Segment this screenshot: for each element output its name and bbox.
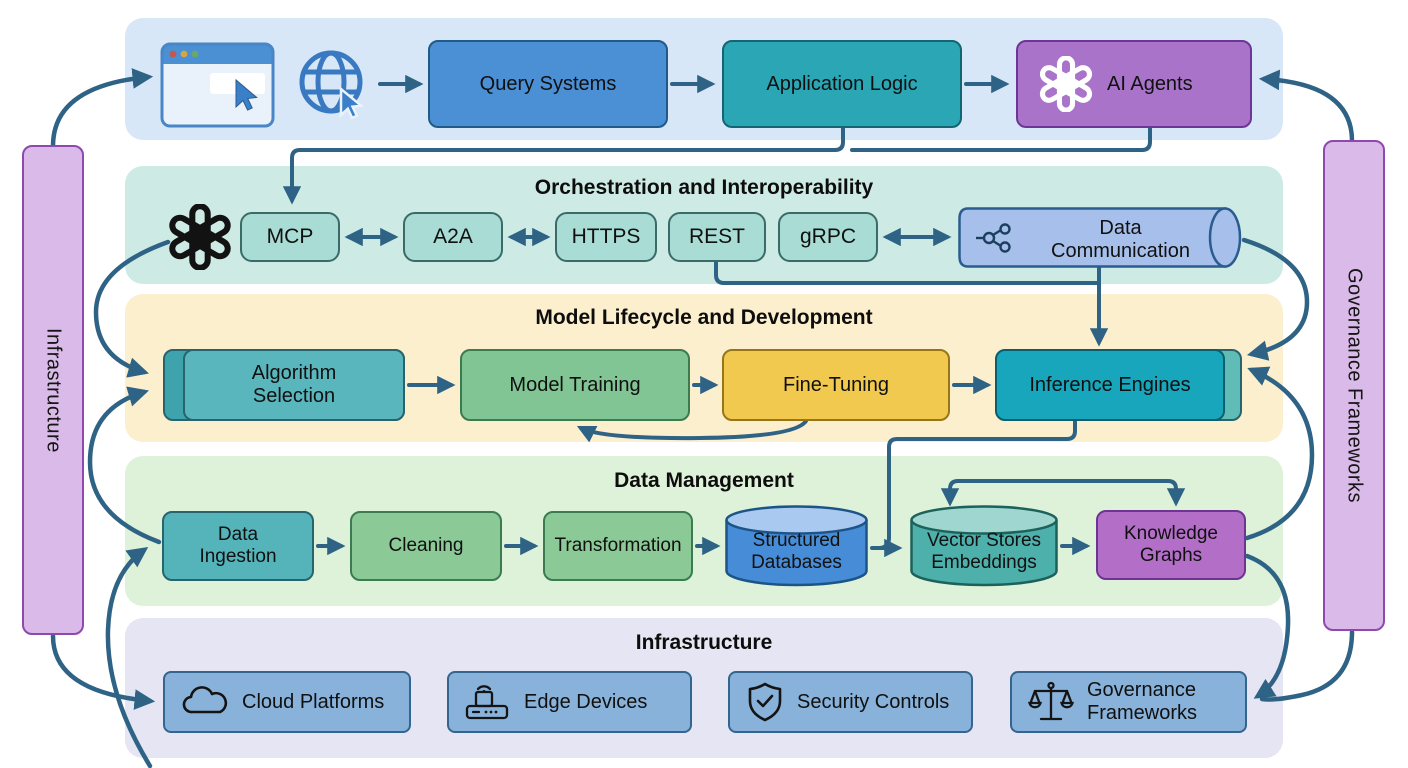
vector-stores-node: Vector Stores Embeddings xyxy=(910,505,1058,587)
algorithm-selection-node: Algorithm Selection xyxy=(183,349,405,421)
algorithm-selection-label: Algorithm Selection xyxy=(251,362,337,407)
data-ingestion-node: Data Ingestion xyxy=(162,511,314,581)
a2a-label: A2A xyxy=(433,224,473,248)
structured-databases-label: Structured Databases xyxy=(751,530,842,573)
browser-window-icon xyxy=(160,42,275,128)
protocol-a2a: A2A xyxy=(403,212,503,262)
governance-frameworks-node: Governance Frameworks xyxy=(1010,671,1247,733)
router-icon xyxy=(465,684,511,720)
model-training-node: Model Training xyxy=(460,349,690,421)
governance-frameworks-label: Governance Frameworks xyxy=(1087,679,1198,724)
protocol-mcp: MCP xyxy=(240,212,340,262)
inference-engines-node: Inference Engines xyxy=(995,349,1225,421)
inference-engines-label: Inference Engines xyxy=(1029,373,1191,396)
security-controls-node: Security Controls xyxy=(728,671,973,733)
protocol-rest: REST xyxy=(668,212,766,262)
ai-agents-label: AI Agents xyxy=(1107,72,1193,95)
https-label: HTTPS xyxy=(571,224,641,248)
vector-stores-label: Vector Stores Embeddings xyxy=(926,530,1042,573)
model-lifecycle-title: Model Lifecycle and Development xyxy=(535,306,873,329)
rest-label: REST xyxy=(688,224,745,248)
protocol-grpc: gRPC xyxy=(778,212,878,262)
structured-databases-node: Structured Databases xyxy=(725,505,868,587)
data-communication-label: Data Communication xyxy=(1051,217,1190,262)
right-bar-label: Governance Frameworks xyxy=(1343,267,1366,504)
grpc-label: gRPC xyxy=(799,224,857,248)
data-ingestion-label: Data Ingestion xyxy=(199,524,277,567)
left-infrastructure-bar: Infrastructure xyxy=(22,145,84,635)
data-management-title: Data Management xyxy=(614,469,794,492)
model-training-label: Model Training xyxy=(509,373,641,396)
fine-tuning-node: Fine-Tuning xyxy=(722,349,950,421)
application-logic-label: Application Logic xyxy=(766,72,918,95)
globe-cursor-icon xyxy=(293,45,373,125)
openai-logo-icon xyxy=(1038,56,1094,112)
security-controls-label: Security Controls xyxy=(797,690,950,713)
right-governance-bar: Governance Frameworks xyxy=(1323,140,1385,631)
left-bar-label: Infrastructure xyxy=(42,327,65,453)
cloud-platforms-node: Cloud Platforms xyxy=(163,671,411,733)
edge-devices-node: Edge Devices xyxy=(447,671,692,733)
infrastructure-title: Infrastructure xyxy=(635,631,773,654)
edge-devices-label: Edge Devices xyxy=(524,690,648,713)
fine-tuning-label: Fine-Tuning xyxy=(783,373,889,396)
orchestration-title: Orchestration and Interoperability xyxy=(534,176,874,199)
protocol-https: HTTPS xyxy=(555,212,657,262)
query-systems-label: Query Systems xyxy=(479,72,617,95)
query-systems-node: Query Systems xyxy=(428,40,668,128)
data-communication-node: Data Communication xyxy=(958,207,1243,268)
transformation-label: Transformation xyxy=(554,535,682,557)
cleaning-label: Cleaning xyxy=(388,535,464,557)
application-logic-node: Application Logic xyxy=(722,40,962,128)
ai-agents-node: AI Agents xyxy=(1016,40,1252,128)
knowledge-graphs-node: Knowledge Graphs xyxy=(1096,510,1246,580)
knowledge-graphs-label: Knowledge Graphs xyxy=(1123,523,1219,566)
share-network-icon xyxy=(976,222,1012,254)
cleaning-node: Cleaning xyxy=(350,511,502,581)
mcp-label: MCP xyxy=(266,224,314,248)
openai-logo-icon xyxy=(167,204,233,270)
scales-icon xyxy=(1028,680,1074,724)
transformation-node: Transformation xyxy=(543,511,693,581)
cloud-platforms-label: Cloud Platforms xyxy=(242,690,385,713)
shield-check-icon xyxy=(746,681,784,723)
cloud-icon xyxy=(181,686,229,718)
